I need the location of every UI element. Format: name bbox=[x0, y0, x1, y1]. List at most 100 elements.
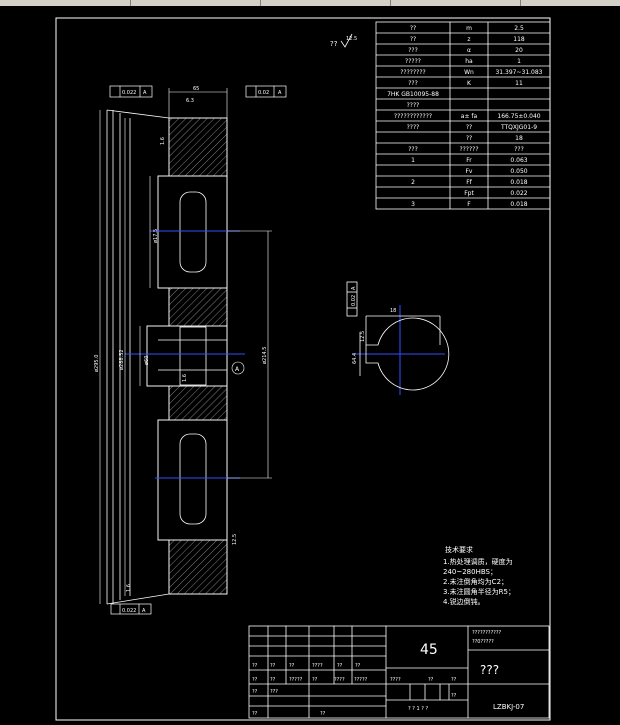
param-cell: 0.050 bbox=[510, 168, 527, 175]
param-cell: ???? bbox=[407, 124, 420, 131]
param-cell: 31.397~31.083 bbox=[495, 69, 542, 76]
dimension-texts: 65 6.3 ø295.0 ø288.52 ø60 ø17.5 ø214.5 1… bbox=[94, 86, 268, 592]
dimension-lines bbox=[99, 88, 272, 604]
param-cell: K bbox=[467, 80, 472, 87]
tolerance-frame-bottom bbox=[110, 603, 152, 615]
svg-text:1.6: 1.6 bbox=[160, 137, 166, 145]
param-cell: 2.5 bbox=[514, 25, 524, 32]
param-cell: a± fa bbox=[461, 113, 478, 120]
svg-text:ø17.5: ø17.5 bbox=[153, 229, 159, 243]
svg-text:6.3: 6.3 bbox=[186, 98, 194, 104]
svg-text:???: ??? bbox=[270, 689, 278, 695]
param-cell: Fpt bbox=[464, 190, 474, 197]
param-cell: 0.063 bbox=[510, 157, 527, 164]
param-cell: ????? bbox=[405, 58, 421, 65]
svg-text:??: ?? bbox=[252, 711, 258, 717]
param-cell: α bbox=[467, 47, 471, 54]
keyway-view bbox=[346, 281, 450, 391]
svg-text:12.5: 12.5 bbox=[232, 534, 238, 545]
toolbar-segment[interactable] bbox=[0, 0, 131, 6]
svg-text:A: A bbox=[235, 366, 240, 373]
param-cell: ?? bbox=[410, 36, 416, 43]
tol-value: 0.02 bbox=[258, 90, 269, 96]
param-cell: Fv bbox=[465, 168, 472, 175]
svg-text:??: ?? bbox=[337, 663, 343, 669]
param-cell: ??? bbox=[408, 146, 418, 153]
title-block bbox=[248, 625, 550, 719]
svg-text:3.未注圆角半径为R5；: 3.未注圆角半径为R5； bbox=[443, 587, 515, 596]
param-cell: 1 bbox=[411, 157, 415, 164]
svg-text:???????????: ??????????? bbox=[472, 630, 502, 636]
param-cell: TTQXJG01-9 bbox=[500, 124, 537, 131]
part-name: ??? bbox=[480, 663, 499, 677]
param-cell: m bbox=[466, 25, 472, 32]
toolbar-segment[interactable] bbox=[390, 0, 521, 6]
svg-text:ø214.5: ø214.5 bbox=[262, 347, 268, 364]
svg-text:12.5: 12.5 bbox=[360, 331, 366, 342]
toolbar-segment[interactable] bbox=[260, 0, 391, 6]
svg-text:A: A bbox=[351, 286, 357, 290]
drawing-border bbox=[55, 17, 551, 721]
param-cell: 7HK GB10095-88 bbox=[387, 91, 439, 98]
svg-text:12.5: 12.5 bbox=[346, 36, 357, 42]
param-cell: 0.018 bbox=[510, 179, 527, 186]
svg-text:4.锐边倒钝。: 4.锐边倒钝。 bbox=[443, 597, 485, 606]
param-cell: ha bbox=[465, 58, 473, 65]
svg-text:1.6: 1.6 bbox=[126, 584, 132, 592]
param-cell: ??? bbox=[408, 80, 418, 87]
drawing-number: LZBKJ-07 bbox=[493, 703, 524, 711]
svg-text:??: ?? bbox=[428, 677, 434, 683]
param-cell: ??? bbox=[408, 47, 418, 54]
param-cell: Ff bbox=[466, 179, 472, 186]
tol-datum: A bbox=[143, 90, 147, 96]
svg-text:??: ?? bbox=[451, 693, 457, 699]
svg-text:??: ?? bbox=[270, 663, 276, 669]
svg-text:??: ?? bbox=[252, 677, 258, 683]
surface-finish-symbol: ?? 12.5 bbox=[330, 33, 357, 48]
title-block-texts: ?? ?? ?? ???? ?? ?? ?? ?? ????? ?? ??? ? … bbox=[252, 630, 502, 717]
svg-text:65: 65 bbox=[193, 86, 199, 92]
svg-text:ø60: ø60 bbox=[144, 356, 150, 365]
window-top-bar bbox=[0, 0, 620, 6]
svg-text:ø295.0: ø295.0 bbox=[94, 355, 100, 372]
param-cell: F bbox=[467, 201, 471, 208]
svg-text:??: ?? bbox=[355, 663, 361, 669]
svg-text:ø288.52: ø288.52 bbox=[119, 349, 125, 370]
param-cell: ?????? bbox=[459, 146, 478, 153]
svg-text:? ? 1 ? ?: ? ? 1 ? ? bbox=[408, 706, 429, 712]
tolerance-frame-top-right bbox=[245, 85, 287, 98]
svg-text:0.02: 0.02 bbox=[351, 295, 357, 306]
svg-text:????: ???? bbox=[390, 677, 401, 683]
param-cell: 18 bbox=[515, 135, 523, 142]
material-label: 45 bbox=[420, 642, 438, 658]
svg-text:?????: ????? bbox=[354, 677, 368, 683]
tol-datum: A bbox=[278, 90, 282, 96]
svg-text:????: ???? bbox=[334, 677, 345, 683]
svg-text:??: ?? bbox=[330, 40, 338, 48]
tol-value: 0.022 bbox=[122, 90, 136, 96]
toolbar-segment[interactable] bbox=[130, 0, 261, 6]
param-cell: ??? bbox=[514, 146, 524, 153]
svg-text:??: ?? bbox=[312, 677, 318, 683]
param-cell: Wn bbox=[464, 69, 474, 76]
svg-text:240~280HBS；: 240~280HBS； bbox=[443, 568, 497, 576]
svg-text:1.6: 1.6 bbox=[182, 374, 188, 382]
keyway-texts: 18 64.4 0.02 A 12.5 bbox=[351, 286, 396, 364]
svg-text:18: 18 bbox=[390, 308, 396, 314]
svg-text:??: ?? bbox=[320, 711, 326, 717]
tolerance-frame-top-left bbox=[109, 85, 153, 98]
param-cell: z bbox=[467, 36, 470, 43]
svg-text:技术要求: 技术要求 bbox=[445, 545, 473, 554]
svg-text:??: ?? bbox=[252, 689, 258, 695]
param-cell: 2 bbox=[411, 179, 415, 186]
param-cell: ???? bbox=[407, 102, 420, 109]
svg-text:?????: ????? bbox=[289, 677, 303, 683]
tol-datum: A bbox=[142, 608, 146, 614]
param-cell: 11 bbox=[515, 80, 523, 87]
svg-text:64.4: 64.4 bbox=[352, 353, 358, 364]
svg-text:??: ?? bbox=[270, 677, 276, 683]
tol-value: 0.022 bbox=[122, 608, 136, 614]
gear-section-view bbox=[106, 109, 228, 605]
